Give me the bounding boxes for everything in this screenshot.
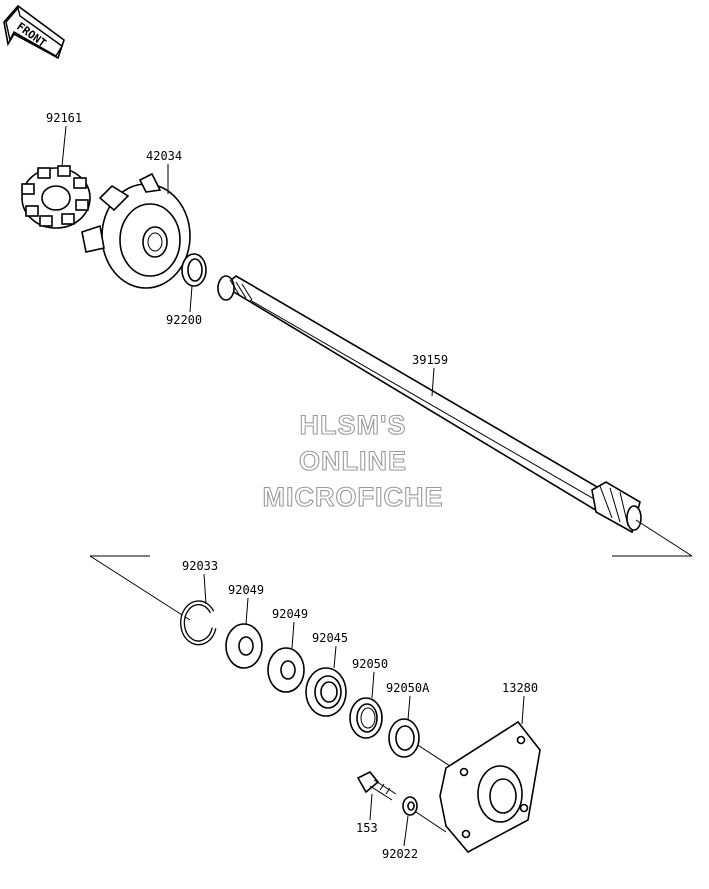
part-label-153[interactable]: 153 (356, 821, 378, 835)
watermark-line-2: ONLINE (299, 446, 407, 476)
part-label-92049-a[interactable]: 92049 (228, 583, 264, 597)
part-label-92045[interactable]: 92045 (312, 631, 348, 645)
part-label-39159[interactable]: 39159 (412, 353, 448, 367)
part-label-92022[interactable]: 92022 (382, 847, 418, 861)
part-39159-shaft-drawing (217, 275, 642, 534)
part-label-92033[interactable]: 92033 (182, 559, 218, 573)
part-92049-seal-1-drawing (225, 623, 263, 669)
watermark-line-3: MICROFICHE (263, 482, 444, 512)
part-13280-housing-drawing (439, 720, 541, 854)
part-92161-damper-drawing (21, 165, 91, 229)
part-label-92049-b[interactable]: 92049 (272, 607, 308, 621)
part-92033-circlip-drawing (180, 600, 217, 646)
part-92022-washer-drawing (402, 796, 418, 816)
part-42034-impeller-drawing (81, 172, 191, 289)
watermark: HLSM'S ONLINE MICROFICHE (262, 409, 444, 512)
part-label-42034[interactable]: 42034 (146, 149, 182, 163)
part-153-bolt-drawing (356, 770, 397, 801)
part-92200-washer-drawing (181, 253, 207, 287)
part-label-92200[interactable]: 92200 (166, 313, 202, 327)
callouts: 92161 42034 92200 39159 92033 92049 9204… (46, 111, 538, 861)
guide-lines (89, 519, 693, 833)
part-92050-ring-drawing (349, 697, 383, 739)
part-92049-seal-2-drawing (267, 647, 305, 693)
part-92050A-seal-drawing (388, 718, 420, 758)
part-label-92161[interactable]: 92161 (46, 111, 82, 125)
part-92045-bearing-drawing (305, 667, 347, 717)
watermark-line-1: HLSM'S (300, 410, 407, 440)
front-arrow-badge: FRONT (3, 4, 65, 60)
part-label-13280[interactable]: 13280 (502, 681, 538, 695)
part-label-92050[interactable]: 92050 (352, 657, 388, 671)
part-label-92050A[interactable]: 92050A (386, 681, 430, 695)
